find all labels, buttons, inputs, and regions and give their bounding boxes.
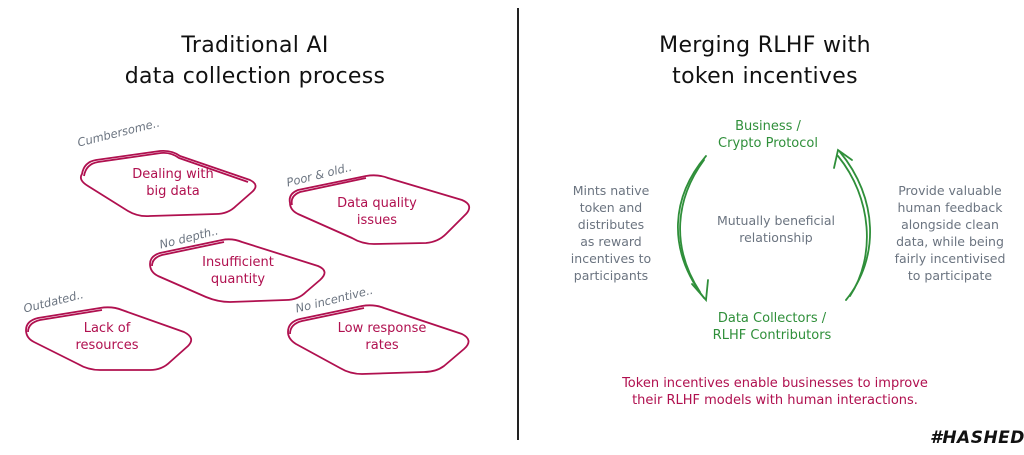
right-title-line2: token incentives	[672, 64, 858, 89]
diamond-lack-of-resources	[25, 306, 193, 371]
footer-summary: Token incentives enable businesses to im…	[590, 375, 960, 409]
right-note-line4: data, while being	[896, 234, 1004, 249]
left-note-mints: Mints native token and distributes as re…	[556, 182, 666, 284]
right-title: Merging RLHF with token incentives	[590, 30, 940, 92]
node-data-collectors: Data Collectors / RLHF Contributors	[692, 310, 852, 344]
diamond-label-2: Data quality issues	[322, 195, 432, 229]
right-note-line1: Provide valuable	[898, 183, 1002, 198]
diamond-5-line1: Low response	[337, 321, 427, 336]
cycle-arrows	[677, 148, 871, 303]
right-title-line1: Merging RLHF with	[659, 33, 871, 58]
arrowhead-top	[833, 148, 853, 169]
top-node-line2: Crypto Protocol	[718, 136, 818, 151]
right-note-feedback: Provide valuable human feedback alongsid…	[880, 182, 1020, 284]
diamond-data-quality-issues	[288, 174, 471, 245]
left-note-line6: participants	[573, 268, 649, 283]
right-note-line2: human feedback	[897, 200, 1003, 215]
right-note-line3: alongside clean	[901, 217, 999, 232]
left-title-line1: Traditional AI	[181, 33, 329, 58]
bottom-node-line2: RLHF Contributors	[712, 328, 832, 343]
left-note-line2: token and	[579, 200, 643, 215]
bottom-node-line1: Data Collectors /	[717, 311, 827, 326]
left-note-line1: Mints native	[572, 183, 650, 198]
diamond-1-line1: Dealing with	[132, 167, 214, 182]
top-node-line1: Business /	[735, 119, 801, 134]
center-relationship: Mutually beneficial relationship	[696, 212, 856, 246]
diamond-1-line2: big data	[146, 184, 200, 199]
left-note-line4: as reward	[580, 234, 642, 249]
hashed-logo: #HASHED	[930, 428, 1024, 448]
diamond-insufficient-quantity	[149, 238, 326, 303]
diamond-label-3: Insufficient quantity	[178, 254, 298, 288]
left-note-line5: incentives to	[570, 251, 652, 266]
diamond-low-response-rates	[287, 304, 470, 375]
diamond-3-line2: quantity	[210, 272, 266, 287]
footer-line1: Token incentives enable businesses to im…	[622, 376, 928, 391]
diamond-label-5: Low response rates	[322, 320, 442, 354]
right-note-line5: fairly incentivised	[894, 251, 1006, 266]
arrowhead-bottom	[691, 279, 709, 303]
diamond-5-line2: rates	[365, 338, 399, 353]
diamond-2-line2: issues	[356, 213, 398, 228]
diamond-2-line1: Data quality	[337, 196, 417, 211]
footer-line2: their RLHF models with human interaction…	[632, 393, 918, 408]
diamond-label-1: Dealing with big data	[118, 166, 228, 200]
left-note-line3: distributes	[577, 217, 645, 232]
left-title: Traditional AI data collection process	[60, 30, 450, 92]
center-line1: Mutually beneficial	[716, 213, 836, 228]
center-line2: relationship	[739, 230, 813, 245]
diamond-4-line2: resources	[75, 338, 139, 353]
left-title-line2: data collection process	[124, 64, 386, 89]
diamond-4-line1: Lack of	[83, 321, 131, 336]
diamond-dealing-with-big-data	[79, 149, 257, 218]
diamond-label-4: Lack of resources	[52, 320, 162, 354]
node-business-protocol: Business / Crypto Protocol	[698, 118, 838, 152]
right-note-line6: to participate	[907, 268, 993, 283]
diamond-3-line1: Insufficient	[202, 255, 274, 270]
